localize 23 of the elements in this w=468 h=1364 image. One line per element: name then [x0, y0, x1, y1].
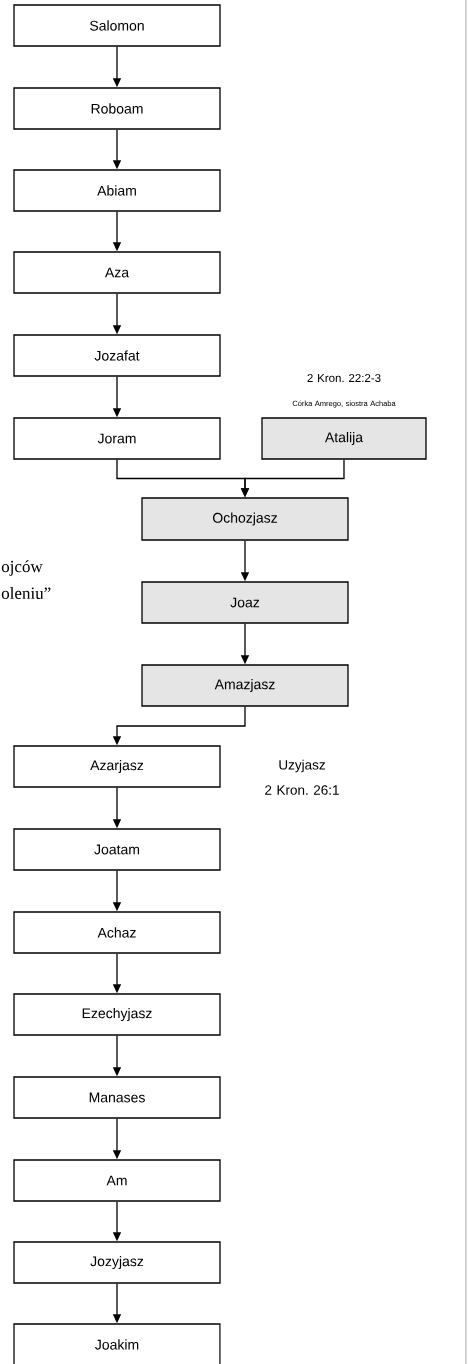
reference-note: 2 Kron. 22:2-3	[307, 373, 381, 383]
person-box: Achaz	[13, 911, 221, 954]
cut-off-text: ojców	[1, 560, 43, 576]
person-box: Joaz	[141, 581, 349, 624]
person-box: Jozafat	[13, 334, 221, 377]
cut-off-text: oleniu”	[1, 587, 51, 599]
person-box: Azarjasz	[13, 745, 221, 788]
person-box: Manases	[13, 1076, 221, 1119]
person-box: Joram	[13, 417, 221, 460]
person-box: Joatam	[13, 828, 221, 871]
person-box: Salomon	[13, 4, 221, 47]
person-box: Joakim	[13, 1323, 221, 1364]
person-box: Am	[13, 1159, 221, 1202]
person-box: Roboam	[13, 87, 221, 130]
person-box: Ezechyjasz	[13, 993, 221, 1036]
person-box: Atalija	[261, 417, 427, 460]
reference-note: Uzyjasz	[279, 759, 325, 773]
person-box: Jozyjasz	[13, 1241, 221, 1284]
person-box: Amazjasz	[141, 664, 349, 707]
person-box: Abiam	[13, 169, 221, 212]
person-box: Aza	[13, 251, 221, 294]
person-box: Ochozjasz	[141, 497, 349, 541]
reference-note: 2 Kron. 26:1	[265, 785, 339, 795]
